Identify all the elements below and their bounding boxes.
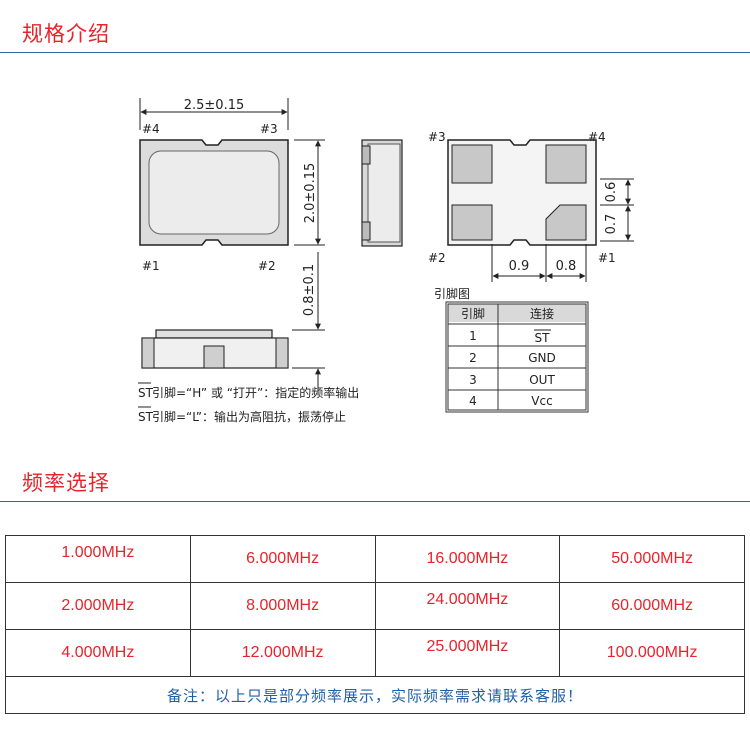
freq-cell: 8.000MHz xyxy=(189,582,376,630)
pin-table-row1-pin: 1 xyxy=(469,329,477,343)
spec-section-divider xyxy=(0,52,750,53)
freq-section-divider xyxy=(0,501,750,502)
table-row: 4.000MHz 12.000MHz 25.000MHz 100.000MHz xyxy=(5,629,745,677)
package-diagram: 2.5±0.15 #4 #3 #1 #2 2.0±0.15 #3 #4 #2 #… xyxy=(138,98,634,424)
frequency-table: 1.000MHz 6.000MHz 16.000MHz 50.000MHz 2.… xyxy=(5,535,745,714)
freq-cell: 6.000MHz xyxy=(189,535,376,583)
dim-thickness-label: 0.8±0.1 xyxy=(302,264,317,316)
pad-2 xyxy=(451,204,493,241)
pin4-label-bottom: #4 xyxy=(588,130,606,144)
bottom-view: #3 #4 #2 #1 0.6 0.7 0.9 0.8 xyxy=(428,130,634,282)
side-view xyxy=(361,139,403,247)
pin-table-row1-conn: ST xyxy=(535,331,551,345)
pad-3 xyxy=(451,144,493,184)
st-note-2-prefix: ST xyxy=(138,410,154,424)
dim-pad-v1-label: 0.6 xyxy=(604,182,619,203)
pad-4 xyxy=(545,144,587,184)
pin4-label-top: #4 xyxy=(142,122,160,136)
freq-cell: 2.000MHz xyxy=(5,582,191,630)
st-note-1-prefix: ST xyxy=(138,386,154,400)
pin3-label-bottom: #3 xyxy=(428,130,446,144)
pin1-label-top: #1 xyxy=(142,259,160,273)
pin-table-row4-conn: Vcc xyxy=(531,394,552,408)
front-view: 0.8±0.1 xyxy=(141,252,325,395)
dim-pad-v2-label: 0.7 xyxy=(604,214,619,235)
dim-width-label: 2.5±0.15 xyxy=(184,98,245,113)
freq-cell: 12.000MHz xyxy=(189,629,376,677)
spec-section-title: 规格介绍 xyxy=(22,22,110,46)
freq-section-title: 频率选择 xyxy=(22,471,110,495)
pin-table: 引脚图 引脚 连接 1 ST 2 GND 3 OUT 4 Vcc xyxy=(434,286,589,413)
table-row: 备注：以上只是部分频率展示，实际频率需求请联系客服！ xyxy=(5,676,745,714)
top-view: 2.5±0.15 #4 #3 #1 #2 2.0±0.15 xyxy=(139,98,325,273)
st-note-2: 引脚=“L”：输出为高阻抗，振荡停止 xyxy=(152,409,346,424)
st-notes: ST 引脚=“H” 或 “打开”：指定的频率输出 ST 引脚=“L”：输出为高阻… xyxy=(138,382,359,424)
dim-height-label: 2.0±0.15 xyxy=(303,163,318,224)
pin-table-row2-conn: GND xyxy=(528,351,556,365)
table-row: 1.000MHz 6.000MHz 16.000MHz 50.000MHz xyxy=(5,535,745,583)
st-note-1: 引脚=“H” 或 “打开”：指定的频率输出 xyxy=(152,385,359,400)
freq-cell: 16.000MHz xyxy=(374,535,561,583)
pin-table-row4-pin: 4 xyxy=(469,394,477,408)
table-row: 2.000MHz 8.000MHz 24.000MHz 60.000MHz xyxy=(5,582,745,630)
pin-table-row2-pin: 2 xyxy=(469,351,477,365)
freq-cell: 24.000MHz xyxy=(374,582,561,630)
freq-cell: 1.000MHz xyxy=(5,535,191,583)
pin-table-row3-conn: OUT xyxy=(529,373,555,387)
pin-table-header-conn: 连接 xyxy=(530,306,554,321)
pin3-label-top: #3 xyxy=(260,122,278,136)
pin1-label-bottom: #1 xyxy=(598,251,616,265)
pad-1 xyxy=(545,204,587,241)
pin2-label-top: #2 xyxy=(258,259,276,273)
freq-cell: 100.000MHz xyxy=(559,629,745,677)
freq-cell: 50.000MHz xyxy=(559,535,745,583)
freq-cell: 25.000MHz xyxy=(374,629,561,677)
freq-cell: 60.000MHz xyxy=(559,582,745,630)
pin2-label-bottom: #2 xyxy=(428,251,446,265)
pin-table-caption: 引脚图 xyxy=(434,286,470,301)
pin-table-row3-pin: 3 xyxy=(469,373,477,387)
dim-pad-width-label: 0.9 xyxy=(509,259,530,274)
dim-pad-gap-label: 0.8 xyxy=(556,259,577,274)
top-package-lid xyxy=(148,150,280,235)
freq-cell: 4.000MHz xyxy=(5,629,191,677)
freq-table-note: 备注：以上只是部分频率展示，实际频率需求请联系客服！ xyxy=(5,676,745,714)
pin-table-header-pin: 引脚 xyxy=(461,306,485,321)
